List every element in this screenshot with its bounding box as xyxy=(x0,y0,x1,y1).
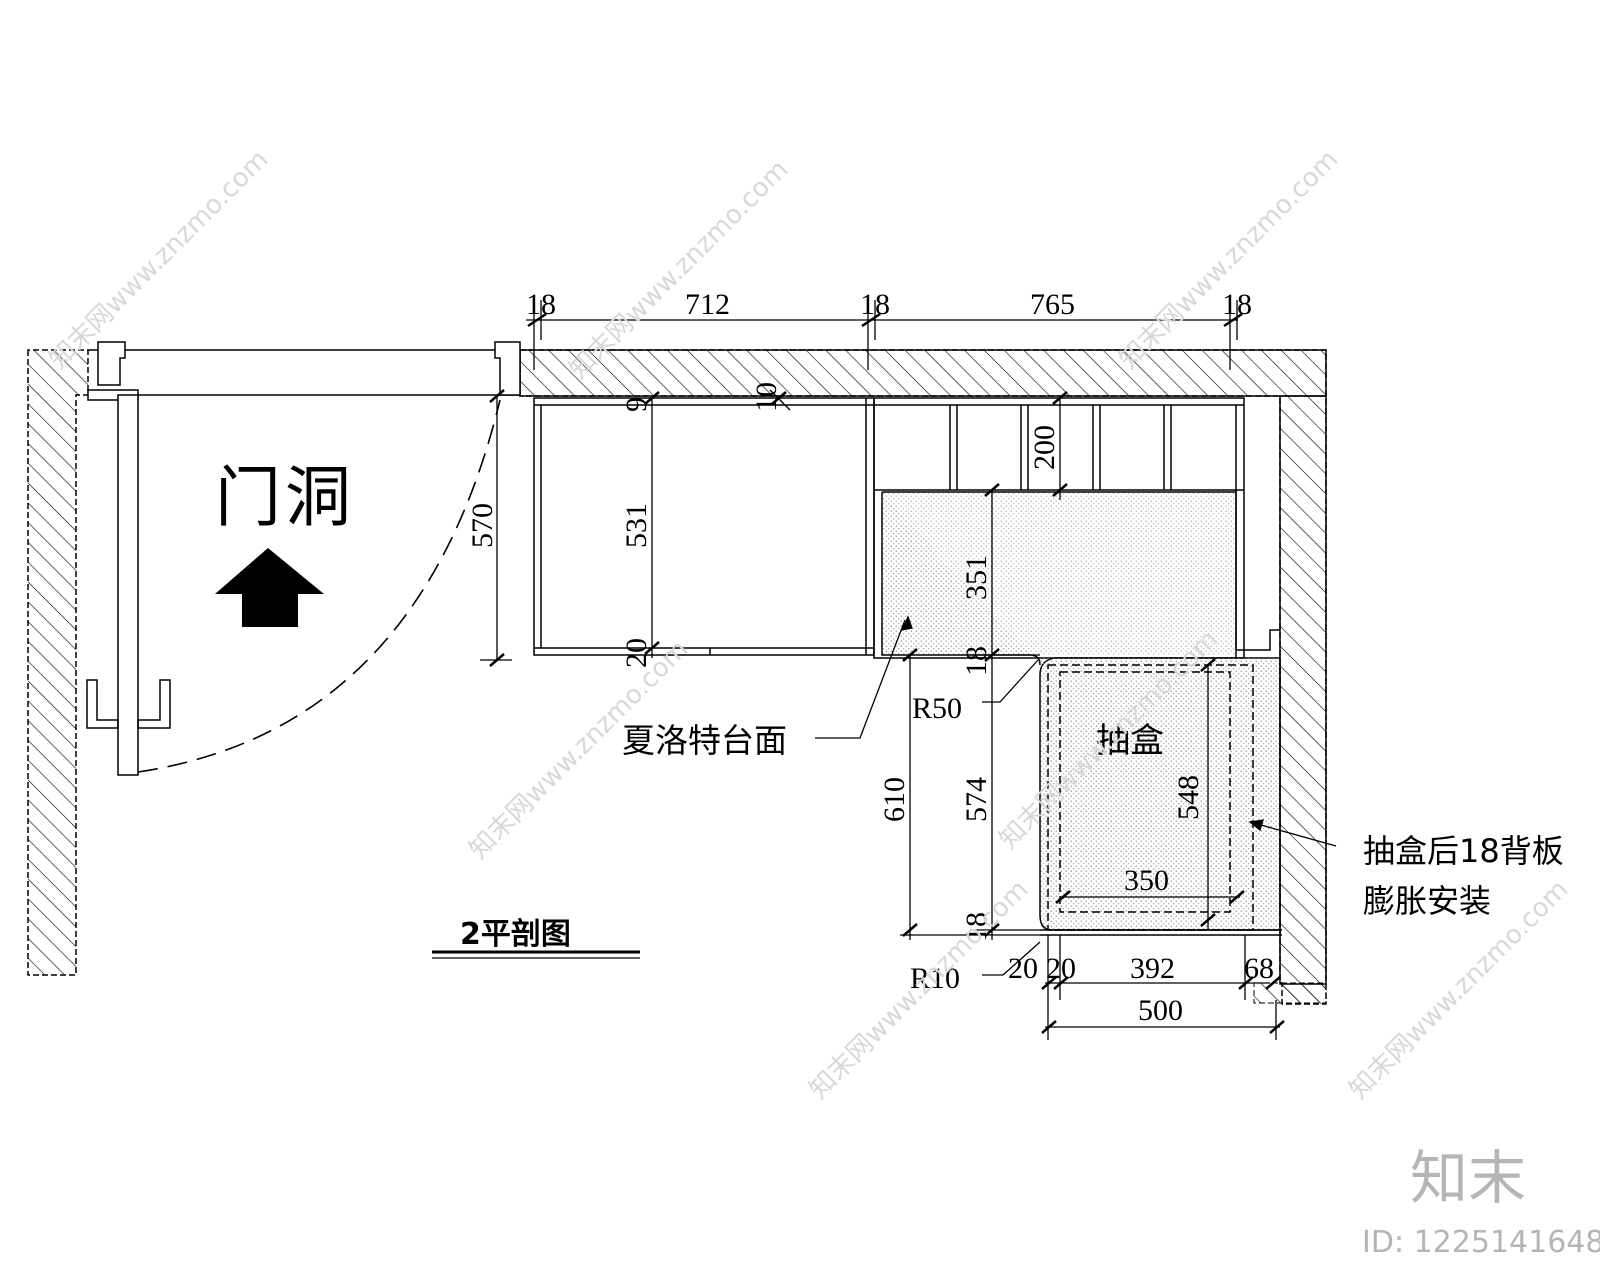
svg-text:知末网www.znzmo.com: 知末网www.znzmo.com xyxy=(44,144,275,375)
dim-door-swing: 570 xyxy=(466,503,499,548)
dim-inner-width: 392 xyxy=(1130,952,1175,985)
dim-top-bay-right: 765 xyxy=(1030,288,1075,321)
dim-counter-upper: 351 xyxy=(960,555,993,600)
dim-counter-thk-lower: 18 xyxy=(960,912,993,942)
dim-back-gap-mid: 10 xyxy=(750,382,783,412)
dimension-lines xyxy=(432,300,1337,1040)
countertop-label: 夏洛特台面 xyxy=(622,721,787,760)
dim-return-outer: 610 xyxy=(878,777,911,822)
dim-shelf-depth: 200 xyxy=(1028,425,1061,470)
walls xyxy=(27,349,1327,1005)
dim-overall-width: 500 xyxy=(1138,994,1183,1027)
dim-return-inner: 574 xyxy=(960,777,993,822)
drawer-box xyxy=(1040,664,1282,936)
dim-back-gap: 9 xyxy=(620,397,653,412)
note-line-1: 抽盒后18背板 xyxy=(1363,832,1564,870)
dim-top-panel-mid: 18 xyxy=(860,288,890,321)
dim-side-b: 20 xyxy=(1046,952,1076,985)
dim-top-bay-left: 712 xyxy=(685,288,730,321)
svg-text:知末网www.znzmo.com: 知末网www.znzmo.com xyxy=(804,874,1035,1105)
figure-title: 2平剖图 xyxy=(460,917,571,952)
dim-front-rail: 20 xyxy=(620,638,653,668)
dim-bay-depth: 531 xyxy=(620,503,653,548)
entry-arrow-icon xyxy=(215,548,324,627)
dim-drawer-width: 350 xyxy=(1124,864,1169,897)
svg-text:知末网www.znzmo.com: 知末网www.znzmo.com xyxy=(1114,144,1345,375)
dim-top-panel-left: 18 xyxy=(526,288,556,321)
note-line-2: 膨胀安装 xyxy=(1363,882,1491,920)
dim-back-gap-right: 68 xyxy=(1244,952,1274,985)
radius-small-label: R10 xyxy=(910,962,960,995)
brand-logo: 知末 xyxy=(1410,1144,1526,1212)
dim-top-panel-right: 18 xyxy=(1222,288,1252,321)
left-wall xyxy=(27,349,89,976)
door xyxy=(86,341,521,776)
dim-drawer-depth: 548 xyxy=(1172,775,1205,820)
cabinet-left-bay xyxy=(533,397,875,656)
drawer-label: 抽盒 xyxy=(1096,721,1164,761)
radius-large-label: R50 xyxy=(912,692,962,725)
dim-side-a: 20 xyxy=(1008,952,1038,985)
dim-counter-thk-upper: 18 xyxy=(960,646,993,676)
door-opening-label: 门洞 xyxy=(215,459,355,536)
image-id: ID: 1225141648 xyxy=(1362,1225,1600,1260)
